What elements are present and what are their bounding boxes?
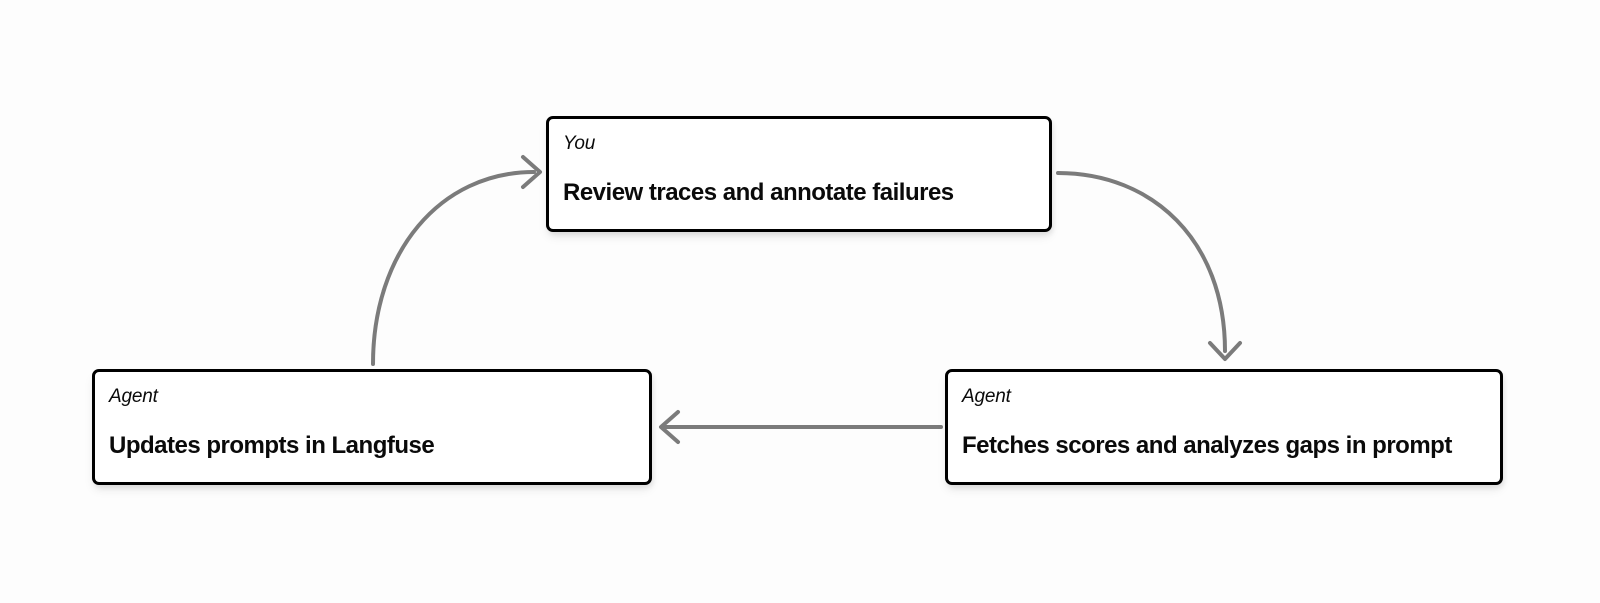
edge-update-to-review-arrow — [371, 155, 542, 366]
node-actor-label: Agent — [109, 386, 158, 407]
arrowhead-right-icon — [521, 155, 542, 189]
node-title: Fetches scores and analyzes gaps in prom… — [962, 432, 1452, 459]
node-review-traces: You Review traces and annotate failures — [546, 116, 1052, 232]
node-title: Review traces and annotate failures — [563, 179, 954, 206]
node-actor-label: Agent — [962, 386, 1011, 407]
arrowhead-left-icon — [659, 410, 680, 444]
edge-review-to-fetch-arrow — [1056, 171, 1242, 361]
edge-fetch-to-update-arrow — [659, 410, 943, 444]
node-actor-label: You — [563, 133, 596, 154]
node-fetches-scores: Agent Fetches scores and analyzes gaps i… — [945, 369, 1503, 485]
node-updates-prompts: Agent Updates prompts in Langfuse — [92, 369, 652, 485]
arrowhead-down-icon — [1208, 341, 1242, 361]
node-title: Updates prompts in Langfuse — [109, 432, 435, 459]
